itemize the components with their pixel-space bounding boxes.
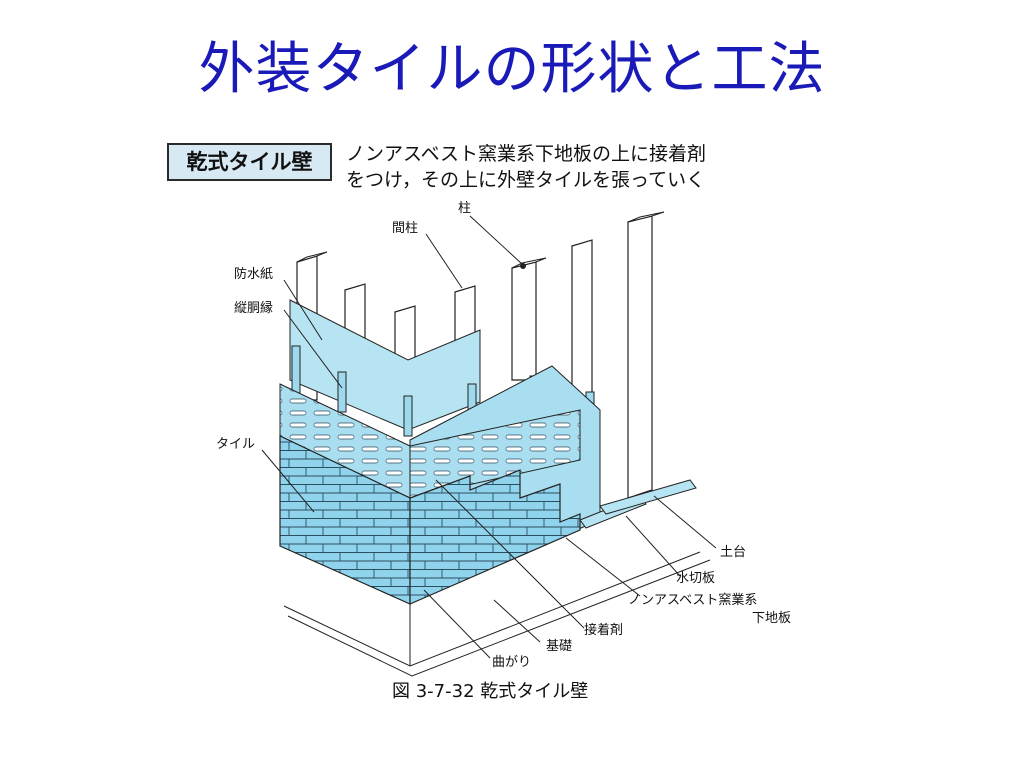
slotted-board-right (409, 409, 581, 499)
foundation-lines (283, 551, 711, 677)
figure-description: ノンアスベスト窯業系下地板の上に接着剤 をつけ，その上に外壁タイルを張っていく (346, 141, 826, 193)
label-board-line-2: 下地板 (752, 611, 791, 626)
label-sill: 土台 (720, 545, 746, 560)
label-tile: タイル (216, 437, 255, 452)
label-flashing: 水切板 (676, 571, 715, 586)
label-corner: 曲がり (492, 655, 531, 670)
description-line-1: ノンアスベスト窯業系下地板の上に接着剤 (346, 143, 707, 165)
label-post: 柱 (458, 201, 471, 216)
post-tops (296, 211, 665, 269)
label-board-line-1: ノンアスベスト窯業系 (628, 592, 757, 608)
slide-title: 外装タイルの形状と工法 (198, 37, 826, 102)
flashing (579, 479, 697, 529)
figure-badge: 乾式タイル壁 (167, 143, 332, 181)
leader-lines (261, 215, 717, 659)
description-line-2: をつけ，その上に外壁タイルを張っていく (346, 169, 706, 191)
label-foundation: 基礎 (546, 639, 572, 654)
figure-caption: 図 3-7-32 乾式タイル壁 (392, 681, 589, 702)
label-stud: 間柱 (392, 221, 418, 236)
label-furring: 縦胴縁 (234, 300, 273, 316)
tile-wall-right (409, 469, 581, 605)
label-adhesive: 接着剤 (584, 622, 623, 638)
label-waterproof-paper: 防水紙 (234, 266, 273, 282)
